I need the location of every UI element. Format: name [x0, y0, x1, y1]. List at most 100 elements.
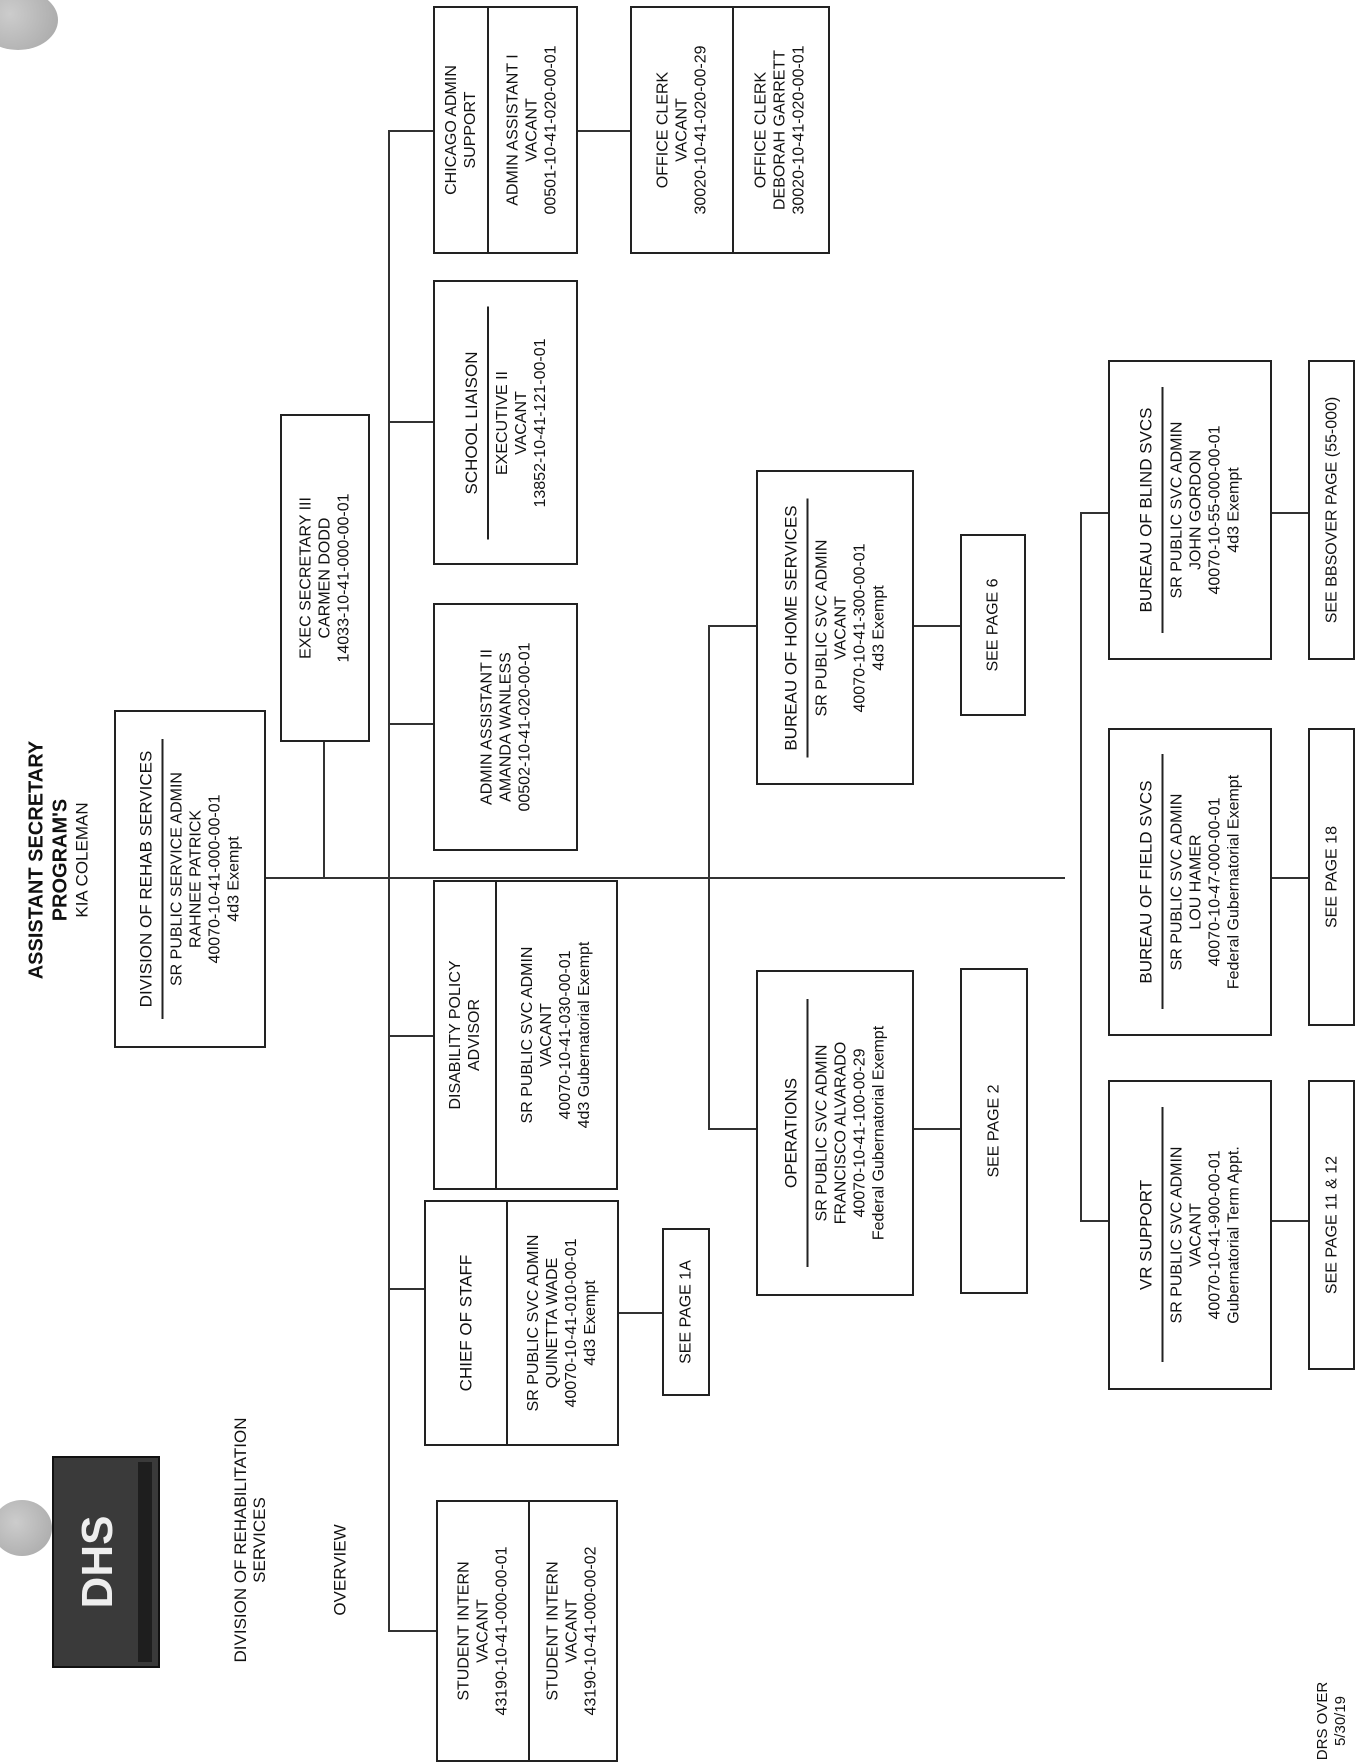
svg-text:DHS: DHS — [73, 1516, 122, 1609]
admin2-name: AMANDA WANLESS — [497, 652, 514, 802]
vr-head: VR SUPPORT — [1136, 1179, 1156, 1291]
footer-code: DRS OVER — [1313, 1681, 1331, 1761]
blind-head: BUREAU OF BLIND SVCS — [1136, 407, 1156, 613]
drs-name: RAHNEE PATRICK — [187, 809, 205, 949]
disability-advisor-box: DISABILITY POLICY ADVISOR SR PUBLIC SVC … — [433, 880, 618, 1190]
see-page-18-label: SEE PAGE 18 — [1323, 826, 1340, 928]
cos-position: 40070-10-41-010-00-01 — [562, 1238, 580, 1408]
division-title-block: DIVISION OF REHABILITATION SERVICES — [200, 1340, 300, 1740]
field-name: LOU HAMER — [1187, 834, 1205, 930]
dpa-name: VACANT — [537, 1003, 555, 1067]
divider — [1161, 1107, 1164, 1363]
home-head: BUREAU OF HOME SERVICES — [781, 504, 801, 751]
home-status: 4d3 Exempt — [870, 584, 888, 671]
blind-name: JOHN GORDON — [1187, 450, 1205, 570]
blind-services-box: BUREAU OF BLIND SVCS SR PUBLIC SVC ADMIN… — [1108, 360, 1272, 660]
cos-status: 4d3 Exempt — [581, 1280, 599, 1366]
chicago-position: 00501-10-41-020-00-01 — [542, 45, 559, 215]
ops-head: OPERATIONS — [781, 1077, 801, 1189]
divider — [806, 998, 809, 1268]
divider — [1161, 754, 1164, 1010]
intern1-title: STUDENT INTERN — [455, 1561, 473, 1701]
vr-name: VACANT — [1187, 1203, 1205, 1267]
drs-head: DIVISION OF REHAB SERVICES — [136, 750, 156, 1008]
dhs-logo-graphic: DHS — [54, 1458, 158, 1666]
ops-title: SR PUBLIC SVC ADMIN — [813, 1044, 831, 1222]
drs-title: SR PUBLIC SERVICE ADMIN — [168, 772, 186, 986]
chicago-title: ADMIN ASSISTANT I — [504, 54, 521, 206]
vr-title: SR PUBLIC SVC ADMIN — [1168, 1146, 1186, 1324]
blind-status: 4d3 Exempt — [1225, 467, 1243, 553]
divider — [806, 497, 809, 758]
dpa-head-2: ADVISOR — [466, 999, 483, 1072]
see-page-1a[interactable]: SEE PAGE 1A — [662, 1228, 710, 1396]
connector — [908, 1128, 960, 1130]
admin2-position: 00502-10-41-020-00-01 — [516, 642, 533, 812]
connector — [388, 421, 433, 423]
divider — [486, 305, 489, 540]
see-page-18[interactable]: SEE PAGE 18 — [1308, 728, 1355, 1026]
clerk1-name: VACANT — [673, 98, 691, 162]
school-liaison-box: SCHOOL LIAISON EXECUTIVE II VACANT 13852… — [433, 280, 578, 565]
connector — [616, 1312, 662, 1314]
exec-name: CARMEN DODD — [316, 517, 334, 639]
assistant-secretary-box: ASSISTANT SECRETARY PROGRAM'S KIA COLEMA… — [4, 700, 112, 1020]
connector — [388, 1630, 436, 1632]
ops-status: Federal Gubernatorial Exempt — [870, 1025, 888, 1241]
exec-title: EXEC SECRETARY III — [297, 497, 315, 659]
cos-name: QUINETTA WADE — [543, 1257, 561, 1389]
vr-position: 40070-10-41-900-00-01 — [1206, 1150, 1224, 1320]
home-position: 40070-10-41-300-00-01 — [851, 543, 869, 713]
see-bbsover-label: SEE BBSOVER PAGE (55-000) — [1323, 396, 1340, 624]
connector — [578, 130, 630, 132]
dpa-status: 4d3 Gubernatorial Exempt — [575, 941, 593, 1129]
blind-title: SR PUBLIC SVC ADMIN — [1168, 421, 1186, 599]
connector — [1080, 1220, 1108, 1222]
footer-date: 5/30/19 — [1331, 1695, 1349, 1747]
assistant-secretary-title: ASSISTANT SECRETARY — [25, 740, 48, 980]
dpa-position: 40070-10-41-030-00-01 — [556, 950, 574, 1120]
intern2-name: VACANT — [563, 1599, 581, 1663]
see-bbsover-page[interactable]: SEE BBSOVER PAGE (55-000) — [1308, 360, 1355, 660]
school-head: SCHOOL LIAISON — [461, 351, 481, 494]
dpa-title: SR PUBLIC SVC ADMIN — [518, 946, 536, 1124]
overview-label-block: OVERVIEW — [320, 1500, 360, 1640]
overview-label: OVERVIEW — [330, 1524, 350, 1616]
see-page-1a-label: SEE PAGE 1A — [677, 1260, 695, 1364]
intern2-title: STUDENT INTERN — [544, 1561, 562, 1701]
division-title-line2: SERVICES — [250, 1497, 269, 1583]
punch-hole — [0, 0, 58, 50]
dpa-head-1: DISABILITY POLICY — [447, 960, 464, 1110]
vr-support-box: VR SUPPORT SR PUBLIC SVC ADMIN VACANT 40… — [1108, 1080, 1272, 1390]
spine-line — [240, 877, 1065, 879]
field-position: 40070-10-47-000-00-01 — [1206, 797, 1224, 967]
connector — [1080, 512, 1108, 514]
field-head: BUREAU OF FIELD SVCS — [1136, 780, 1156, 984]
operations-box: OPERATIONS SR PUBLIC SVC ADMIN FRANCISCO… — [756, 970, 914, 1296]
office-clerks-box: OFFICE CLERK VACANT 30020-10-41-020-00-2… — [630, 6, 830, 254]
blind-position: 40070-10-55-000-00-01 — [1206, 425, 1224, 595]
chicago-head-1: CHICAGO ADMIN — [443, 65, 460, 195]
drs-position: 40070-10-41-000-00-01 — [206, 794, 224, 964]
see-page-6[interactable]: SEE PAGE 6 — [960, 534, 1026, 716]
connector — [388, 130, 433, 132]
see-page-6-label: SEE PAGE 6 — [984, 578, 1002, 672]
connector — [708, 625, 756, 627]
admin2-title: ADMIN ASSISTANT II — [478, 649, 495, 805]
connector — [708, 625, 710, 1130]
clerk1-title: OFFICE CLERK — [654, 71, 672, 189]
footer-label: DRS OVER 5/30/19 — [1308, 1680, 1355, 1762]
field-status: Federal Gubernatorial Exempt — [1225, 774, 1243, 990]
connector — [388, 723, 433, 725]
dhs-logo: DHS — [52, 1456, 160, 1668]
drs-director-box: DIVISION OF REHAB SERVICES SR PUBLIC SER… — [114, 710, 266, 1048]
connector — [1272, 512, 1308, 514]
school-position: 13852-10-41-121-00-01 — [531, 338, 549, 508]
clerk1-position: 30020-10-41-020-00-29 — [692, 45, 710, 215]
see-page-11-12[interactable]: SEE PAGE 11 & 12 — [1308, 1080, 1355, 1370]
see-page-2[interactable]: SEE PAGE 2 — [960, 968, 1028, 1294]
ops-position: 40070-10-41-100-00-29 — [851, 1048, 869, 1218]
see-page-2-label: SEE PAGE 2 — [985, 1084, 1003, 1178]
ops-name: FRANCISCO ALVARADO — [832, 1041, 850, 1225]
